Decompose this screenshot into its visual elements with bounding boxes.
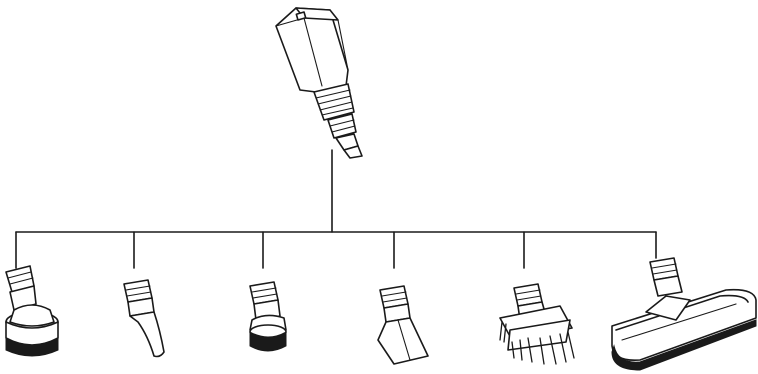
- connector-lines: [16, 150, 656, 268]
- round-brush-icon: [6, 266, 58, 356]
- floor-nozzle-icon: [612, 258, 756, 370]
- round-brush-small-icon: [250, 282, 286, 351]
- steam-gun-nozzle-icon: [276, 8, 362, 158]
- crevice-nozzle-icon: [378, 286, 428, 364]
- curved-nozzle-icon: [124, 280, 164, 357]
- bristle-brush-icon: [500, 284, 574, 364]
